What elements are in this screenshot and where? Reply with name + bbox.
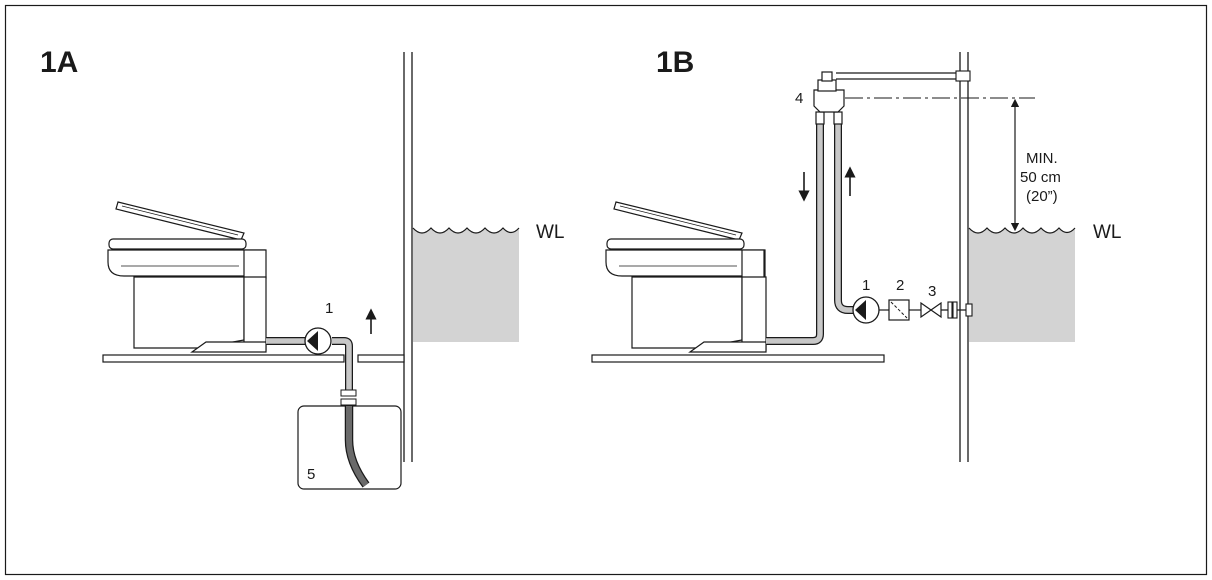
panel-1b: 1B WL xyxy=(591,46,1122,462)
panel-1b-title: 1B xyxy=(656,46,694,79)
water-body xyxy=(969,228,1075,342)
panel-1a-title: 1A xyxy=(40,46,78,79)
vented-loop xyxy=(813,71,845,125)
callout-strainer: 2 xyxy=(896,277,904,294)
panel-1a: 1A WL xyxy=(40,46,565,490)
toilet xyxy=(605,201,767,353)
toilet xyxy=(107,201,267,353)
pump xyxy=(304,327,332,355)
waterline-label: WL xyxy=(536,222,565,243)
callout-tank: 5 xyxy=(307,466,315,483)
callout-seacock: 3 xyxy=(928,283,936,300)
min-height-line-3: (20”) xyxy=(1026,188,1058,205)
waterline-label: WL xyxy=(1093,222,1122,243)
callout-pump: 1 xyxy=(325,300,333,317)
water-surface xyxy=(412,227,520,234)
thru-hull-fitting xyxy=(947,301,973,319)
floor xyxy=(591,354,885,363)
seacock xyxy=(920,301,942,319)
discharge-hose xyxy=(766,122,824,345)
min-height-line-1: MIN. xyxy=(1026,150,1058,167)
min-height-line-2: 50 cm xyxy=(1020,169,1061,186)
water-body xyxy=(413,228,519,342)
pump xyxy=(852,296,880,324)
floor xyxy=(102,354,345,363)
vent-fitting xyxy=(955,70,971,82)
figure-frame xyxy=(4,4,1208,576)
callout-vented-loop: 4 xyxy=(795,90,803,107)
water-surface xyxy=(968,227,1076,234)
callout-pump: 1 xyxy=(862,277,870,294)
